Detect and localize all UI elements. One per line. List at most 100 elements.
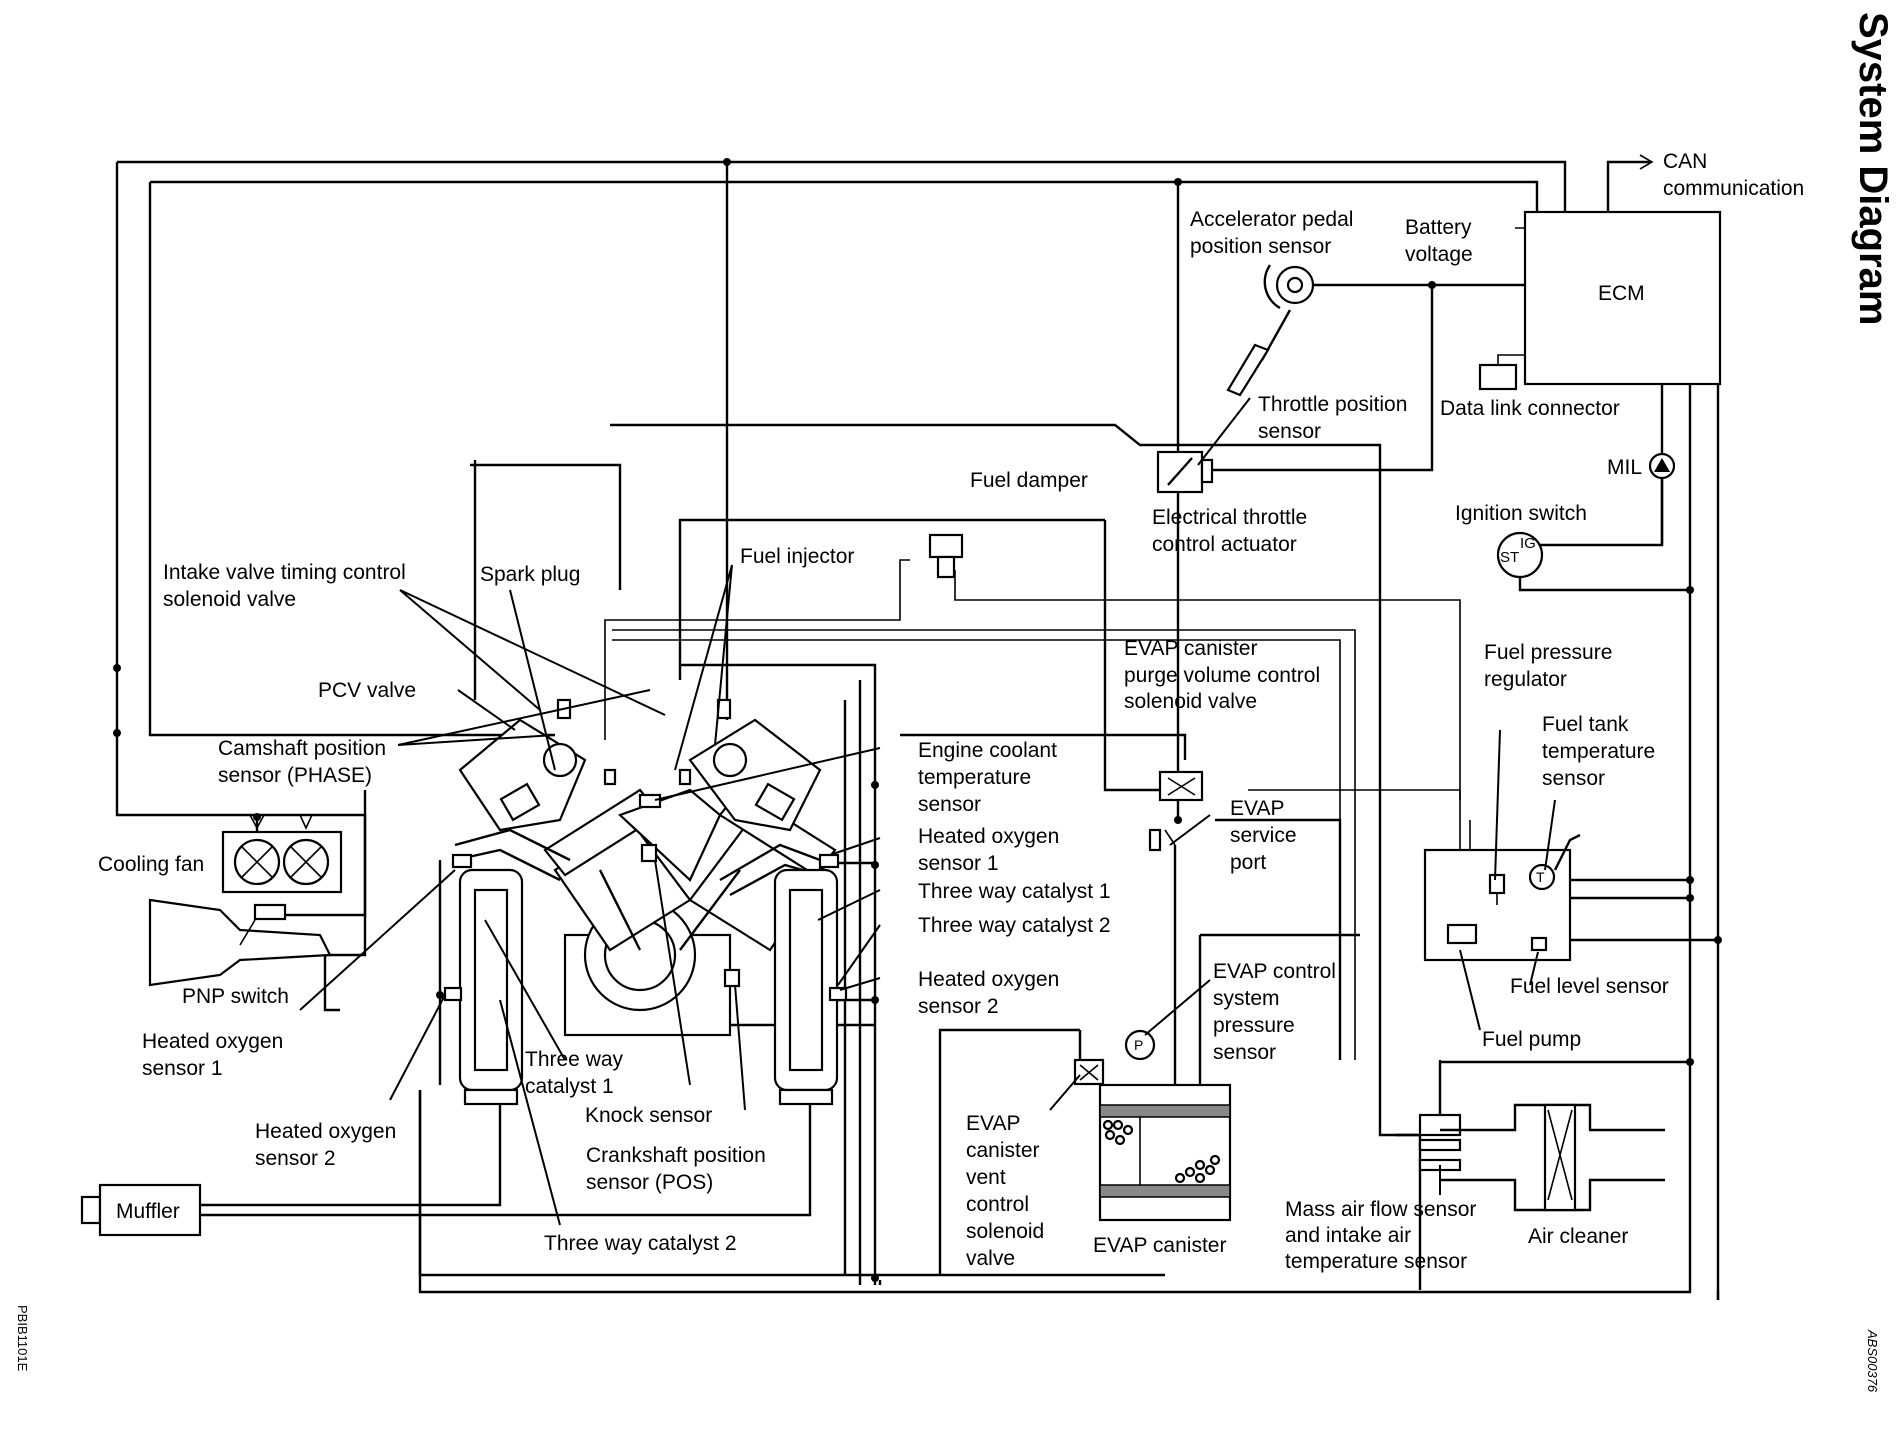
fuel-pressure-label-2: regulator [1484,668,1567,691]
intake-valve-label-1: Intake valve timing control [163,561,406,584]
crankshaft-label-2: sensor (POS) [586,1171,713,1194]
evap-vent-label-1: EVAP [966,1112,1020,1135]
three-way-catalyst-right [773,853,848,1106]
ho2-right-1-label-1: Heated oxygen [918,825,1059,848]
electrical-throttle-label-2: control actuator [1152,533,1297,556]
maf-sensor-icon [1418,1113,1462,1172]
three-way-catalyst-left [443,853,524,1106]
evap-purge-label-2: purge volume control [1124,664,1320,687]
battery-voltage-label-1: Battery [1405,216,1472,239]
fuel-tank-temp-label-2: temperature [1542,740,1655,763]
evap-control-label-3: pressure [1213,1014,1295,1037]
cooling-fan-label: Cooling fan [98,853,204,876]
fuel-damper-label: Fuel damper [970,469,1088,492]
maf-label-3: temperature sensor [1285,1250,1467,1273]
fuel-level-label: Fuel level sensor [1510,975,1669,998]
air-cleaner-icon [1440,1103,1665,1212]
ho2-left-1-label-2: sensor 1 [142,1057,223,1080]
coolant-label-2: temperature [918,766,1031,789]
throttle-position-label-1: Throttle position [1258,393,1407,416]
evap-service-label-2: service [1230,824,1297,847]
fuel-injector-label: Fuel injector [740,545,854,568]
evap-canister-label: EVAP canister [1093,1234,1226,1257]
evap-service-port-icon [1148,828,1176,852]
camshaft-label-2: sensor (PHASE) [218,764,372,787]
evap-vent-label-6: valve [966,1247,1015,1270]
evap-vent-label-3: vent [966,1166,1006,1189]
twc1-left-label-2: catalyst 1 [525,1075,614,1098]
evap-vent-label-5: solenoid [966,1220,1044,1243]
can-communication-label: communication [1663,177,1804,200]
ignition-st-label: ST [1500,549,1519,566]
pnp-switch-label: PNP switch [182,985,289,1008]
svg-text:P: P [1134,1037,1143,1053]
fuel-tank-temp-label-3: sensor [1542,767,1605,790]
pcv-valve-label: PCV valve [318,679,416,702]
electrical-throttle-actuator-icon [1156,450,1214,494]
ho2-left-2-label-2: sensor 2 [255,1147,336,1170]
knock-sensor-label: Knock sensor [585,1104,712,1127]
fuel-tank-icon: T [1423,833,1581,962]
evap-vent-label-2: canister [966,1139,1040,1162]
ho2-right-2-label-1: Heated oxygen [918,968,1059,991]
air-cleaner-label: Air cleaner [1528,1225,1628,1248]
muffler-label: Muffler [116,1200,180,1223]
can-label: CAN [1663,150,1707,173]
fuel-pressure-label-1: Fuel pressure [1484,641,1612,664]
muffler-icon: Muffler [80,1183,202,1237]
evap-service-label-3: port [1230,851,1266,874]
figure-code-right: ABS00376 [1865,1329,1880,1393]
fuel-damper-icon [928,533,964,579]
ignition-ig-label: IG [1520,535,1536,552]
battery-voltage-label-2: voltage [1405,243,1473,266]
svg-text:T: T [1536,869,1545,885]
leader-lines [299,397,1556,1226]
ho2-right-2-label-2: sensor 2 [918,995,999,1018]
maf-label-1: Mass air flow sensor [1285,1198,1476,1221]
electrical-throttle-label-1: Electrical throttle [1152,506,1307,529]
twc2-right-label: Three way catalyst 2 [918,914,1111,937]
fuel-pump-label: Fuel pump [1482,1028,1581,1051]
twc2-left-label: Three way catalyst 2 [544,1232,737,1255]
mil-lamp-icon [1648,452,1676,480]
component-labels: CAN communication Accelerator pedal posi… [98,150,1804,1273]
evap-vent-label-4: control [966,1193,1029,1216]
coolant-label-1: Engine coolant [918,739,1057,762]
spark-plug-label: Spark plug [480,563,580,586]
evap-canister-icon [1098,1083,1232,1222]
ecm-module: ECM [1478,210,1722,391]
evap-pressure-sensor-icon: P [1124,1029,1156,1061]
mil-label: MIL [1607,456,1642,479]
ho2-left-1-label-1: Heated oxygen [142,1030,283,1053]
accelerator-pedal-sensor-icon [1226,264,1315,397]
coolant-label-3: sensor [918,793,981,816]
intake-valve-label-2: solenoid valve [163,588,296,611]
data-link-connector-label: Data link connector [1440,397,1620,420]
evap-vent-solenoid-icon [1073,1058,1105,1086]
crankshaft-label-1: Crankshaft position [586,1144,766,1167]
evap-control-label-4: sensor [1213,1041,1276,1064]
evap-service-label-1: EVAP [1230,797,1284,820]
data-link-connector-icon [1478,363,1518,391]
evap-purge-label-1: EVAP canister [1124,637,1257,660]
accelerator-sensor-label-1: Accelerator pedal [1190,208,1353,231]
pnp-switch-icon [148,898,332,987]
maf-label-2: and intake air [1285,1224,1411,1247]
cooling-fan-icon [221,814,343,894]
ignition-switch-label: Ignition switch [1455,502,1587,525]
fuel-tank-temp-label-1: Fuel tank [1542,713,1629,736]
ecm-label: ECM [1598,282,1645,305]
twc1-left-label-1: Three way [525,1048,624,1071]
evap-control-label-2: system [1213,987,1280,1010]
camshaft-label-1: Camshaft position [218,737,386,760]
ho2-right-1-label-2: sensor 1 [918,852,999,875]
ho2-left-2-label-1: Heated oxygen [255,1120,396,1143]
v-engine [454,698,837,1037]
twc1-right-label: Three way catalyst 1 [918,880,1111,903]
figure-code-left: PBIB1101E [15,1305,30,1372]
wire-junctions [113,158,1722,1282]
evap-purge-label-3: solenoid valve [1124,690,1257,713]
throttle-position-label-2: sensor [1258,420,1321,443]
evap-purge-solenoid-icon [1158,770,1204,802]
